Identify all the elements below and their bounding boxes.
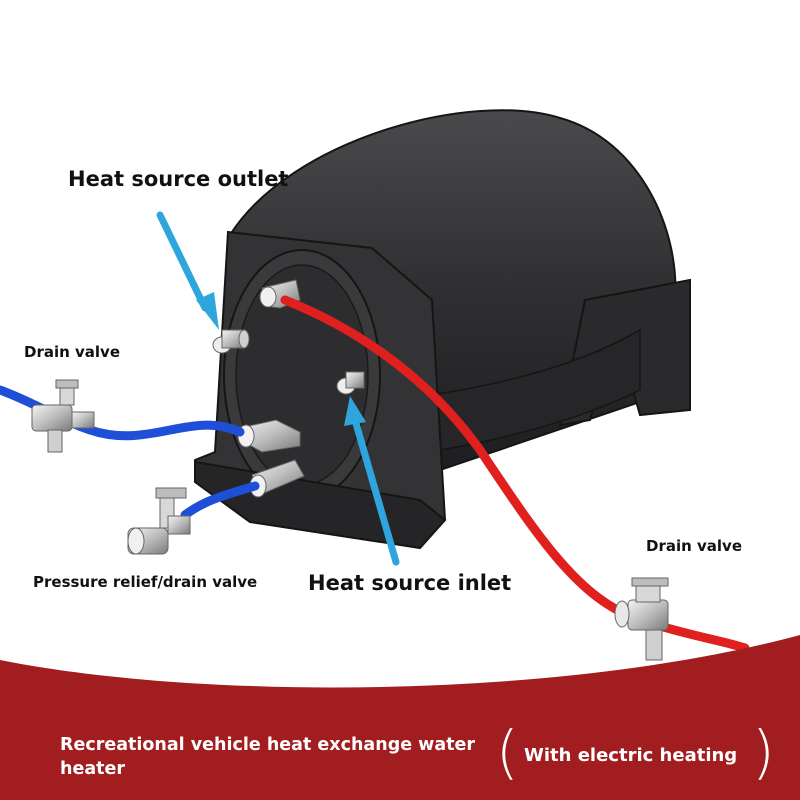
lower-elbow-fitting <box>237 419 301 453</box>
drain-valve-right <box>614 577 669 661</box>
banner-paren-open: ( <box>496 718 519 786</box>
heat-source-inlet-port <box>336 371 365 395</box>
outlet-arrow <box>156 211 219 330</box>
banner-paren-close: ) <box>752 718 775 786</box>
pressure-relief-label: Pressure relief/drain valve <box>33 573 258 591</box>
drain-valve-left-label: Drain valve <box>24 343 121 361</box>
inlet-arrow <box>344 396 400 566</box>
heat-source-outlet-label: Heat source outlet <box>68 167 289 191</box>
heat-source-outlet-port <box>212 329 250 354</box>
red-hose <box>280 295 750 653</box>
pressure-relief-valve <box>127 487 191 555</box>
drain-valve-right-label: Drain valve <box>646 537 743 555</box>
heat-source-inlet-label: Heat source inlet <box>308 571 512 595</box>
blue-hose-lower <box>180 481 260 520</box>
banner-title: Recreational vehicle heat exchange water… <box>60 735 476 779</box>
banner-subtitle: With electric heating <box>524 745 738 766</box>
drain-valve-left <box>31 379 95 453</box>
